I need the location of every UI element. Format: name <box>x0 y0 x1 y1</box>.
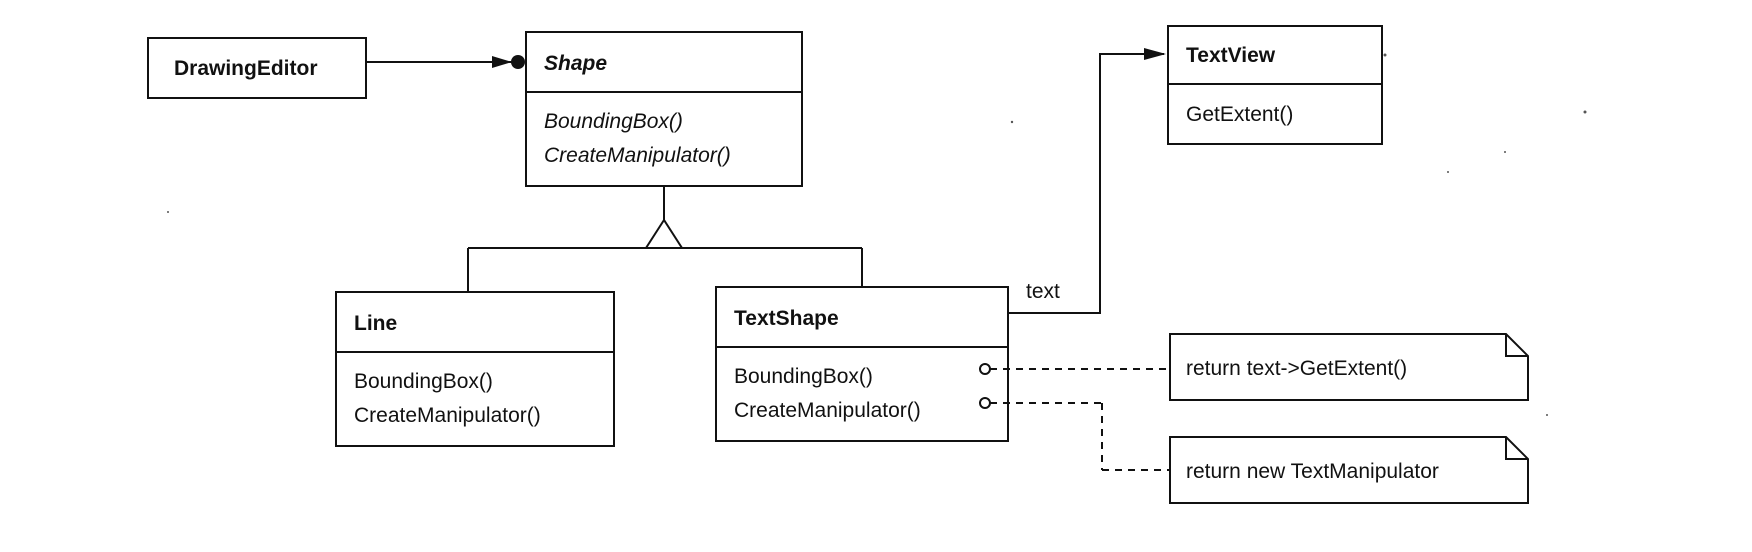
class-line-op-2: CreateManipulator() <box>354 404 541 427</box>
class-drawing-editor-name: DrawingEditor <box>174 57 318 80</box>
class-text-view-op-1: GetExtent() <box>1186 103 1293 126</box>
class-shape-name: Shape <box>544 52 607 75</box>
class-line-op-1: BoundingBox() <box>354 370 493 393</box>
class-text-view: TextView GetExtent() <box>1167 25 1383 145</box>
class-text-shape-op-2: CreateManipulator() <box>734 399 921 422</box>
note-bounding-box-text: return text->GetExtent() <box>1186 357 1407 380</box>
class-text-view-name: TextView <box>1186 44 1276 67</box>
class-shape-op-1: BoundingBox() <box>544 110 683 133</box>
class-text-shape-box <box>715 286 1009 442</box>
note-anchor-icon <box>979 363 991 375</box>
note-create-manipulator: return new TextManipulator <box>1169 436 1529 504</box>
note-connectors <box>979 363 1170 471</box>
note-anchor-icon <box>979 397 991 409</box>
class-line: Line BoundingBox() CreateManipulator() <box>335 291 615 447</box>
class-shape-op-2: CreateManipulator() <box>544 144 731 167</box>
assoc-text-label: text <box>1026 280 1060 303</box>
inheritance-triangle-icon <box>644 218 684 249</box>
class-text-shape-op-1: BoundingBox() <box>734 365 873 388</box>
note-create-manipulator-shape <box>1169 436 1529 504</box>
note-bounding-box: return text->GetExtent() <box>1169 333 1529 401</box>
assoc-textshape-textview: text <box>1008 48 1166 314</box>
class-shape: Shape BoundingBox() CreateManipulator() <box>525 31 803 187</box>
arrow-head-icon <box>492 56 512 68</box>
class-text-shape-name: TextShape <box>734 307 839 330</box>
class-text-shape: TextShape BoundingBox() CreateManipulato… <box>715 286 1009 442</box>
aggregation-dot-icon <box>511 55 525 69</box>
assoc-editor-shape <box>366 55 525 69</box>
class-line-box <box>335 291 615 447</box>
note-fold-icon <box>1505 334 1528 357</box>
class-drawing-editor-box <box>147 37 367 99</box>
note-fold-icon <box>1505 437 1528 460</box>
arrow-head-icon <box>1144 48 1166 60</box>
note-bounding-box-shape <box>1169 333 1529 401</box>
class-drawing-editor: DrawingEditor <box>147 37 367 99</box>
inheritance-tree <box>467 186 863 292</box>
class-line-name: Line <box>354 312 397 335</box>
note-create-manipulator-text: return new TextManipulator <box>1186 460 1439 483</box>
